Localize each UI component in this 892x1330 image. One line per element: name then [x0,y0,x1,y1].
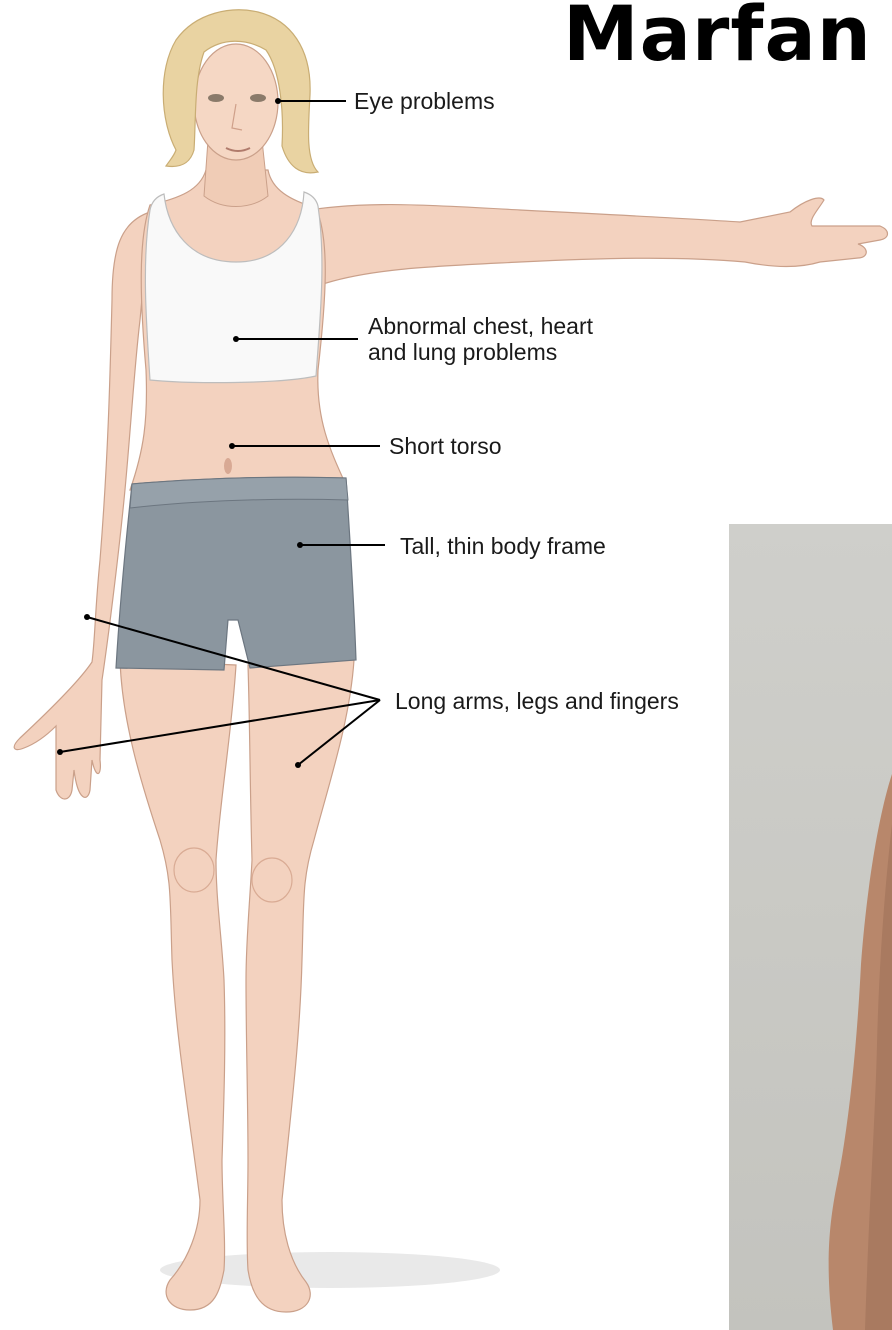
raised-arm [298,198,888,285]
photo-hand [729,524,892,1330]
left-eye [208,94,224,102]
label-eye-problems: Eye problems [354,88,495,114]
right-leg [246,660,354,1312]
label-long-limbs: Long arms, legs and fingers [395,688,679,714]
face [194,44,278,160]
navel [224,458,232,474]
left-leg [120,660,236,1310]
label-short-torso: Short torso [389,433,502,459]
label-chest-line-2: and lung problems [368,339,593,365]
page-title: Marfan [563,0,872,72]
label-chest-problems: Abnormal chest, heart and lung problems [368,313,593,365]
photo-panel [729,524,892,1330]
right-eye [250,94,266,102]
label-chest-line-1: Abnormal chest, heart [368,313,593,339]
label-body-frame: Tall, thin body frame [400,533,606,559]
